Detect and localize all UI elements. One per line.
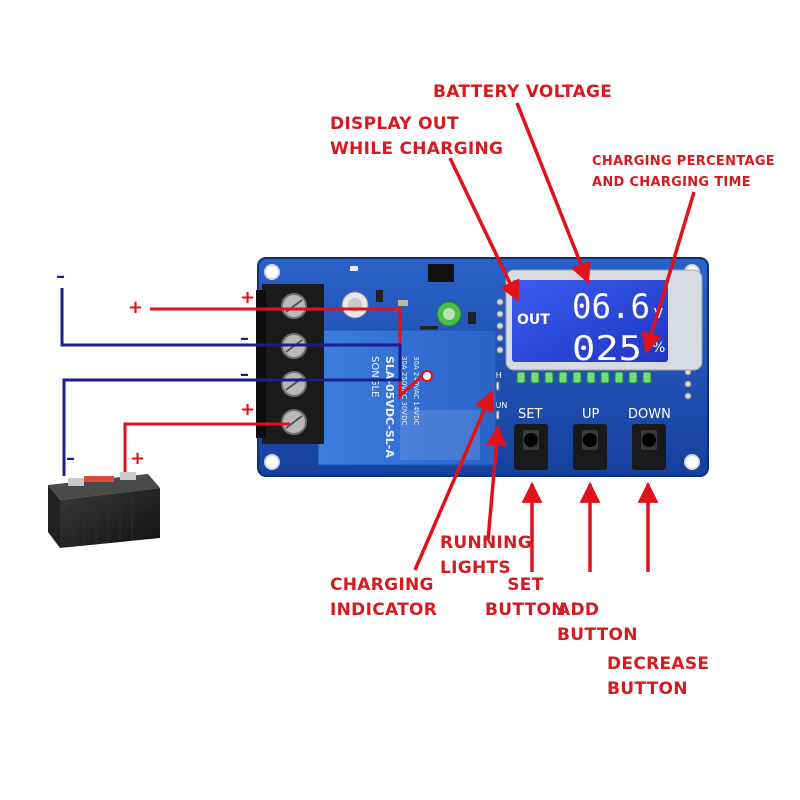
arrow-battery-voltage [515,102,591,284]
sign-battery-positive: + [130,448,146,469]
smd-part [350,266,358,271]
relay-switch-node [421,370,433,382]
sign-terminal-3: – [240,364,249,385]
led-segment [600,371,610,384]
wire-input-negative [60,288,290,347]
led-segment [558,371,568,384]
lcd-percent-unit: % [652,340,665,356]
label-battery-voltage: BATTERY VOLTAGE [433,82,613,102]
wiring [60,288,433,476]
label-decrease-button: DECREASE BUTTON [607,654,710,699]
charger-board: OUT 06.6 V 025 % CH RUN SET UP DOWN [256,257,709,477]
sign-battery-negative: – [66,448,75,469]
smd-part [468,312,476,324]
label-add-button: ADD BUTTON [557,600,638,645]
led-segment [516,371,526,384]
led-segment [572,371,582,384]
silk-set: SET [518,407,542,422]
arrow-charging-indicator [413,390,495,571]
ic-chip [428,264,454,282]
arrow-display-out [448,157,520,302]
arrow-running-lights [485,424,507,541]
led-bar [516,371,652,384]
led-segment [642,371,652,384]
arrow-charging-percentage [641,191,696,355]
relay-rating-2: 30A 240VAC 14VDC [412,356,420,425]
silk-down: DOWN [628,407,671,422]
label-charging-indicator: CHARGING INDICATOR [330,575,438,620]
mount-hole [264,454,280,470]
mount-hole [264,264,280,280]
up-pushbutton[interactable] [573,424,607,470]
smd-part [398,300,408,306]
wire-battery-negative [62,378,290,476]
screw-slot [285,415,303,429]
battery [48,472,160,548]
relay-brand: SONGLE [369,356,380,397]
down-pushbutton[interactable] [632,424,666,470]
lcd-mode: OUT [517,312,550,328]
label-charging-percentage: CHARGING PERCENTAGE AND CHARGING TIME [592,154,775,190]
label-running-lights: RUNNING LIGHTS [440,533,532,578]
silk-up: UP [582,407,600,422]
wire-battery-positive [123,422,290,472]
silk-run: RUN [490,401,507,410]
sign-terminal-4: + [240,399,256,420]
sign-terminal-1: + [240,287,256,308]
wire-relay-negative [290,343,402,382]
led-segment [628,371,638,384]
led-segment [586,371,596,384]
callout-arrows [413,102,696,572]
lcd-voltage: 06.6 [572,287,650,327]
led-segment [530,371,540,384]
sign-input-positive: + [128,297,144,318]
label-set-button: SET BUTTON [485,575,566,620]
set-pushbutton[interactable] [514,424,548,470]
mount-hole [684,454,700,470]
sign-terminal-2: – [240,328,249,349]
capacitor-top [443,308,455,320]
lcd-screen [512,280,668,362]
sign-input-negative: – [56,266,65,287]
lcd-percent: 025 [572,329,642,369]
led-segment [544,371,554,384]
label-display-out: DISPLAY OUT WHILE CHARGING [330,114,504,159]
smd-part [376,290,383,302]
relay-model: SLA-05VDC-SL-A [383,356,396,458]
led-segment [614,371,624,384]
